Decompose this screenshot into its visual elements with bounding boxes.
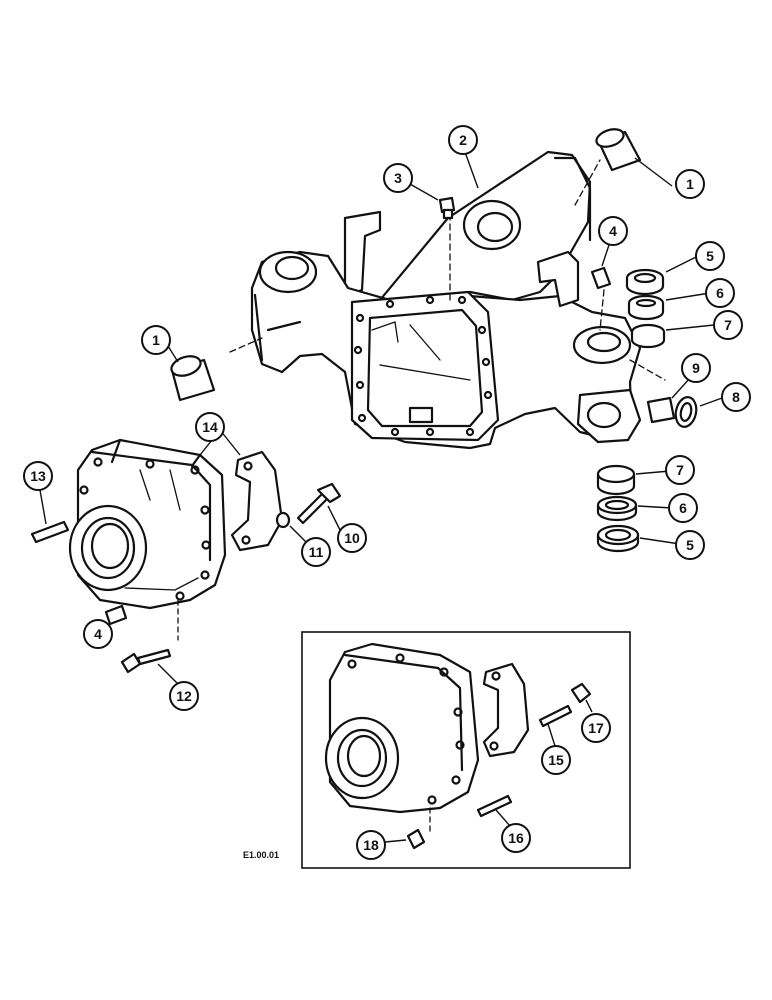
callout-17: 17 (581, 713, 611, 743)
svg-text:14: 14 (202, 419, 218, 435)
svg-text:18: 18 (363, 837, 379, 853)
svg-text:4: 4 (94, 626, 102, 642)
callout-1-left: 1 (141, 325, 171, 355)
callout-4-upper: 4 (598, 216, 628, 246)
figure-reference-code: E1.00.01 (243, 850, 279, 860)
bush-and-seal-right (646, 396, 698, 428)
svg-text:1: 1 (152, 332, 160, 348)
washer-11 (275, 511, 291, 529)
callout-12: 12 (169, 681, 199, 711)
dowel-13 (30, 520, 70, 544)
svg-text:5: 5 (706, 248, 714, 264)
svg-text:3: 3 (394, 170, 402, 186)
callout-6-upper: 6 (705, 278, 735, 308)
callout-3: 3 (383, 163, 413, 193)
hub-carrier (68, 438, 227, 641)
callout-10: 10 (337, 523, 367, 553)
svg-text:8: 8 (732, 389, 740, 405)
upper-seal-stack (625, 268, 666, 349)
callout-15: 15 (541, 745, 571, 775)
svg-text:5: 5 (686, 537, 694, 553)
callout-18: 18 (356, 830, 386, 860)
svg-text:7: 7 (676, 462, 684, 478)
bolt-12 (120, 648, 172, 674)
flange-bolt-holes (353, 295, 493, 437)
bush-left (170, 355, 216, 402)
svg-text:2: 2 (459, 132, 467, 148)
svg-text:7: 7 (724, 317, 732, 333)
svg-text:11: 11 (309, 544, 324, 560)
callout-5-upper: 5 (695, 241, 725, 271)
bolt-10 (296, 482, 342, 525)
svg-text:13: 13 (30, 468, 46, 484)
callout-leaders (39, 151, 723, 843)
inset-variant-box (301, 631, 631, 869)
callout-7-upper: 7 (713, 310, 743, 340)
callout-5-lower: 5 (675, 530, 705, 560)
callout-8: 8 (721, 382, 751, 412)
lower-seal-stack (596, 464, 640, 553)
svg-text:1: 1 (686, 176, 694, 192)
svg-text:4: 4 (609, 223, 617, 239)
svg-text:6: 6 (716, 285, 724, 301)
bush-top-right (595, 128, 642, 172)
small-bush-upper (590, 266, 612, 290)
callout-4-lower: 4 (83, 619, 113, 649)
callout-13: 13 (23, 461, 53, 491)
svg-text:6: 6 (679, 500, 687, 516)
callout-9: 9 (681, 353, 711, 383)
callout-16: 16 (501, 823, 531, 853)
bearing-cap (230, 450, 284, 552)
svg-text:16: 16 (508, 830, 524, 846)
plug-lower (104, 604, 128, 626)
svg-text:10: 10 (344, 530, 360, 546)
callout-7-lower: 7 (665, 455, 695, 485)
grease-nipple (438, 196, 456, 220)
svg-text:17: 17 (588, 720, 604, 736)
axle-housing (229, 150, 666, 450)
callout-1-top: 1 (675, 169, 705, 199)
svg-text:9: 9 (692, 360, 700, 376)
callout-14: 14 (195, 412, 225, 442)
svg-text:12: 12 (176, 688, 192, 704)
svg-text:15: 15 (548, 752, 564, 768)
callout-6-lower: 6 (668, 493, 698, 523)
callout-11: 11 (301, 537, 331, 567)
callout-2: 2 (448, 125, 478, 155)
